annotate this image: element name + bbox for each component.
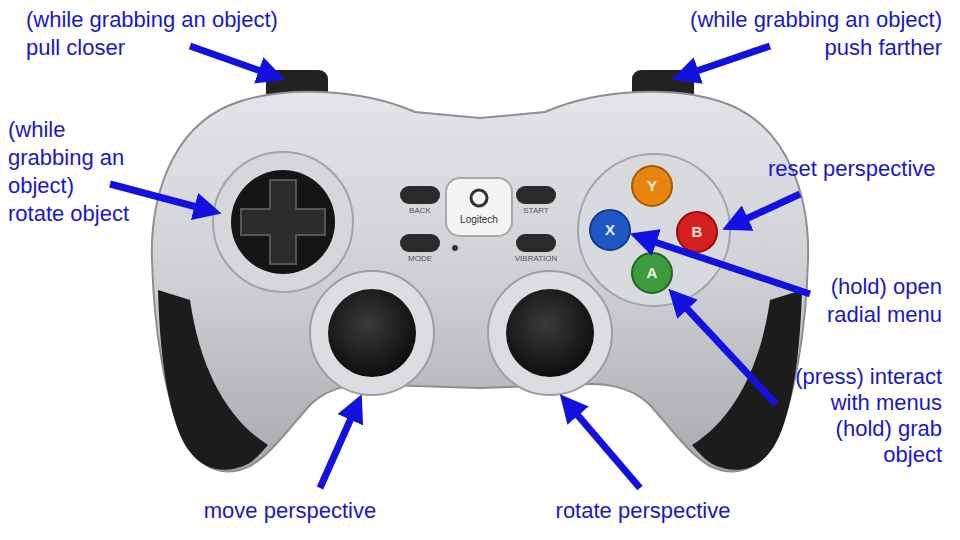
left-stick-ring [310, 271, 434, 395]
button-letter: X [595, 220, 625, 240]
callout-label: rotate perspective [533, 497, 753, 525]
leader-arrow [685, 46, 770, 75]
leader-arrow [735, 194, 800, 224]
right-stick-ring [488, 271, 612, 395]
button-caption: MODE [395, 254, 445, 264]
dpad-cross [241, 180, 325, 264]
vibration-button [516, 234, 556, 252]
leader-arrow [569, 405, 640, 488]
right-grip [692, 290, 802, 470]
dpad-well [231, 170, 335, 274]
callout-label: reset perspective [768, 155, 943, 183]
mode-button [400, 234, 440, 252]
callout-label: (while grabbing an object) rotate object [8, 116, 133, 228]
leader-arrow [190, 46, 272, 75]
mode-led [452, 245, 458, 251]
button-caption: START [511, 206, 561, 216]
callout-label: move perspective [180, 497, 400, 525]
callout-label: (while grabbing an object) push farther [662, 6, 942, 62]
brand-logo: Logitech [446, 214, 512, 226]
logo-mark [471, 190, 487, 206]
button-letter: A [637, 263, 667, 283]
face-button-ring [578, 154, 730, 306]
callout-label: (hold) open radial menu [812, 273, 942, 329]
button-letter: B [682, 222, 712, 242]
callout-label: (press) interact with menus (hold) grab … [782, 364, 942, 468]
x-button [590, 210, 630, 250]
leader-arrow [678, 299, 776, 404]
button-caption: BACK [395, 206, 445, 216]
y-button [632, 166, 672, 206]
a-button [632, 253, 672, 293]
callout-label: (while grabbing an object) pull closer [26, 6, 306, 62]
b-button [677, 212, 717, 252]
left-grip [158, 290, 268, 470]
left-stick [328, 289, 416, 377]
logo-plate [446, 178, 512, 236]
start-button [516, 186, 556, 204]
button-letter: Y [637, 176, 667, 196]
leader-arrow [320, 407, 356, 488]
leader-arrow [643, 238, 810, 294]
controller-body [152, 92, 808, 472]
dpad-ring [213, 152, 353, 292]
back-button [400, 186, 440, 204]
right-stick [506, 289, 594, 377]
button-caption: VIBRATION [501, 254, 571, 264]
